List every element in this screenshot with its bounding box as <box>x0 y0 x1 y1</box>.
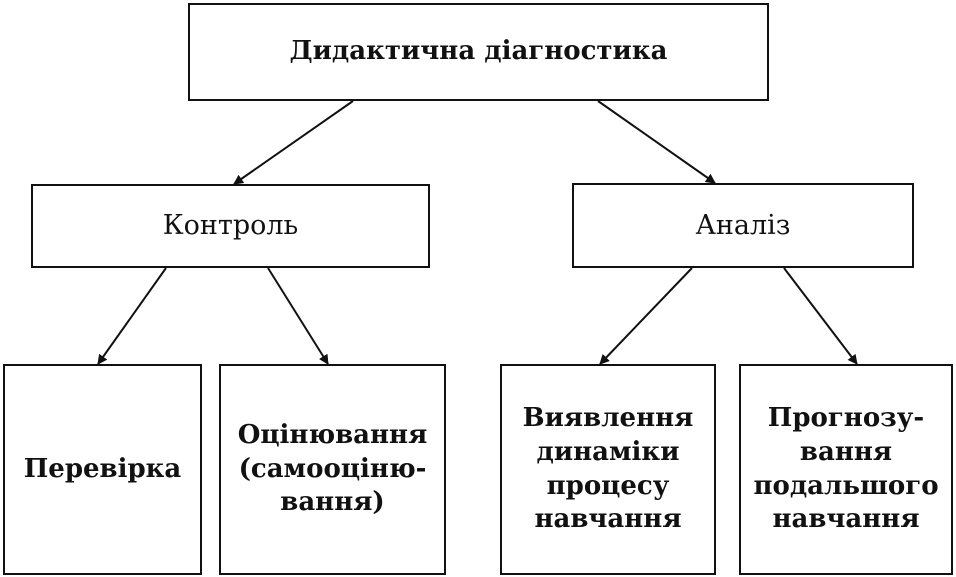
node-learning-dynamics-label: Виявлення динаміки процесу навчання <box>522 402 694 535</box>
node-check-label: Перевірка <box>23 453 182 484</box>
root-node-label: Дидактична діагностика <box>289 36 668 67</box>
node-analysis: Аналіз <box>572 183 914 268</box>
node-control-label: Контроль <box>162 210 299 242</box>
node-assessment: Оцінювання (самооціню- вання) <box>219 364 446 575</box>
arrow-control-to-check <box>97 267 167 365</box>
node-analysis-label: Аналіз <box>695 209 791 241</box>
arrow-root-to-control <box>233 100 354 185</box>
node-learning-forecast-label: Прогнозу- вання подальшого навчання <box>753 402 939 535</box>
arrow-control-to-assessment <box>267 267 329 365</box>
root-node-didactic-diagnostics: Дидактична діагностика <box>188 3 769 101</box>
arrow-analysis-to-dynamics <box>599 267 693 365</box>
arrow-root-to-analysis <box>597 100 716 184</box>
node-learning-forecast: Прогнозу- вання подальшого навчання <box>739 364 953 575</box>
node-control: Контроль <box>31 184 430 268</box>
node-assessment-label: Оцінювання (самооціню- вання) <box>237 419 428 518</box>
node-learning-dynamics: Виявлення динаміки процесу навчання <box>500 364 716 575</box>
arrow-analysis-to-forecast <box>783 267 858 365</box>
node-check: Перевірка <box>3 364 202 575</box>
